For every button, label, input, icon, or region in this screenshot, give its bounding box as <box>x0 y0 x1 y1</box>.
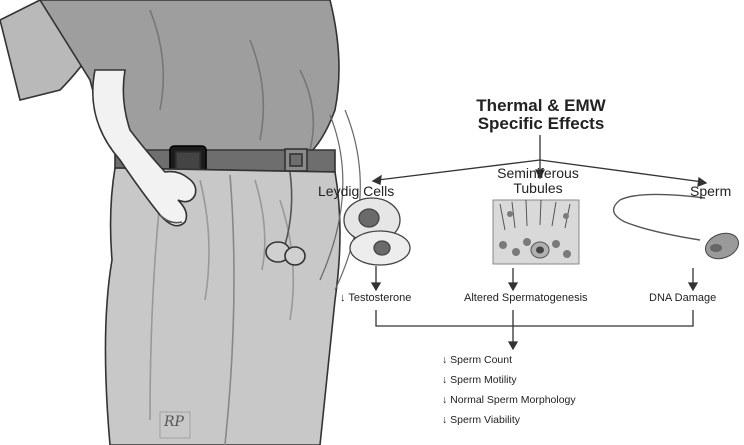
effect-altered-spermatogenesis: Altered Spermatogenesis <box>464 292 588 304</box>
effect-testosterone: ↓ Testosterone <box>340 292 411 304</box>
artist-initials: RP <box>164 414 184 430</box>
outcome-sperm-count: ↓ Sperm Count <box>442 354 512 366</box>
outcome-sperm-viability: ↓ Sperm Viability <box>442 414 520 426</box>
leydig-cells-illustration <box>344 198 410 265</box>
target-seminiferous-tubules: Seminiferous Tubules <box>490 166 586 196</box>
tubules-illustration <box>493 200 579 264</box>
outcome-normal-sperm-morphology: ↓ Normal Sperm Morphology <box>442 394 576 406</box>
tubules-label-line-2: Tubules <box>490 181 586 196</box>
outcome-sperm-motility: ↓ Sperm Motility <box>442 374 517 386</box>
title-line-1: Thermal & EMW <box>446 97 636 115</box>
target-sperm: Sperm <box>690 183 731 199</box>
tubules-label-line-1: Seminiferous <box>490 166 586 181</box>
sperm-illustration <box>614 194 743 263</box>
effect-dna-damage: DNA Damage <box>649 292 716 304</box>
diagram-title: Thermal & EMW Specific Effects <box>446 97 636 133</box>
target-leydig-cells: Leydig Cells <box>318 183 394 199</box>
title-line-2: Specific Effects <box>446 115 636 133</box>
human-figure <box>0 0 360 445</box>
